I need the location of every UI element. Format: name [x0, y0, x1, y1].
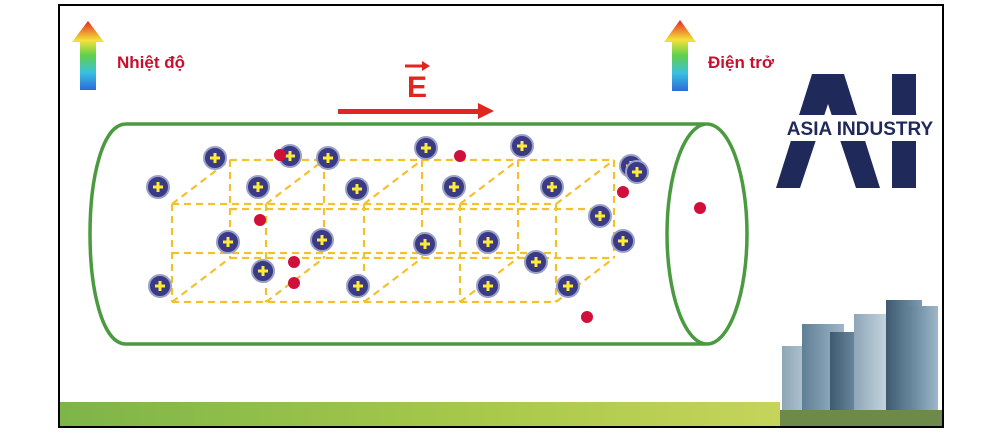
- logo-text: ASIA INDUSTRY: [787, 119, 934, 140]
- temperature-label: Nhiệt độ: [117, 53, 185, 72]
- plus-ion-icon: [556, 274, 580, 298]
- plus-ion-icon: [346, 274, 370, 298]
- temperature-arrow-icon: [72, 21, 104, 90]
- logo-letter-a: [776, 74, 880, 188]
- plus-ion-icon: [246, 175, 270, 199]
- field-arrow-head: [478, 103, 494, 119]
- plus-ion-icon: [251, 259, 275, 283]
- lattice-edge: [555, 159, 615, 205]
- electron-dot-icon: [581, 311, 593, 323]
- plus-ion-icon: [148, 274, 172, 298]
- field-vector-bar-head: [422, 61, 430, 71]
- plus-ion-icon: [588, 204, 612, 228]
- electron-dot-icon: [694, 202, 706, 214]
- electron-dot-icon: [288, 256, 300, 268]
- city-buildings-icon: [780, 300, 942, 426]
- field-vector: E: [338, 61, 494, 119]
- plus-ion-icon: [216, 230, 240, 254]
- plus-ion-icon: [524, 250, 548, 274]
- plus-ion-icon: [540, 175, 564, 199]
- plus-ion-icon: [203, 146, 227, 170]
- resistance-label: Điện trở: [708, 53, 775, 72]
- plus-ion-icon: [625, 160, 649, 184]
- lattice-edge: [265, 159, 325, 205]
- diagram-frame: Nhiệt độ Điện trở E ASIA INDUSTRY: [58, 4, 944, 428]
- electron-dot-icon: [254, 214, 266, 226]
- asia-industry-logo: ASIA INDUSTRY: [776, 74, 942, 188]
- plus-ion-icon: [442, 175, 466, 199]
- plus-ion-icon: [413, 232, 437, 256]
- plus-ion-icon: [611, 229, 635, 253]
- field-label: E: [407, 71, 427, 104]
- plus-ion-icon: [146, 175, 170, 199]
- conductor-diagram: Nhiệt độ Điện trở E ASIA INDUSTRY: [60, 20, 942, 426]
- plus-ion-icon: [510, 134, 534, 158]
- plus-ion-icon: [414, 136, 438, 160]
- lattice-edge: [363, 159, 423, 205]
- grass-strip: [60, 402, 780, 426]
- plus-ion-icon: [310, 228, 334, 252]
- plus-ion-icon: [345, 177, 369, 201]
- free-electrons: [254, 149, 706, 323]
- field-arrow-shaft: [338, 109, 480, 114]
- lattice-edge: [171, 257, 231, 303]
- logo-text-band: [776, 115, 942, 141]
- lattice-edge: [459, 159, 519, 205]
- positive-ions: [146, 134, 649, 298]
- wire-end-face: [665, 122, 749, 346]
- plus-ion-icon: [476, 274, 500, 298]
- plus-ion-icon: [476, 230, 500, 254]
- wire-cylinder: [88, 122, 749, 346]
- electron-dot-icon: [617, 186, 629, 198]
- electron-dot-icon: [288, 277, 300, 289]
- electron-dot-icon: [454, 150, 466, 162]
- electron-dot-icon: [274, 149, 286, 161]
- plus-ion-icon: [316, 146, 340, 170]
- lattice-edge: [363, 257, 423, 303]
- resistance-arrow-icon: [664, 20, 696, 91]
